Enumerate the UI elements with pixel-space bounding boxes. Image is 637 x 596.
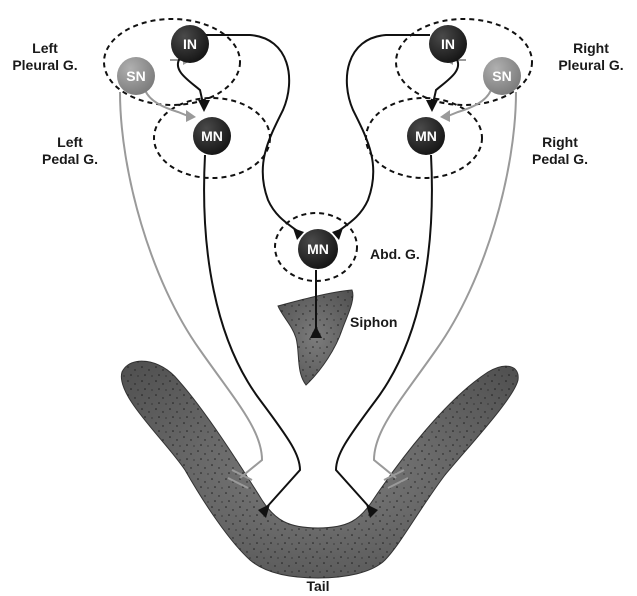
right-pleural-line2: Pleural G. — [545, 57, 637, 74]
abdominal-ganglion-label: Abd. G. — [370, 246, 420, 263]
right-pleural-line1: Right — [545, 40, 637, 57]
left-mn-neuron: MN — [193, 117, 231, 155]
abdominal-mn-neuron: MN — [298, 229, 338, 269]
left-pedal-line2: Pedal G. — [30, 151, 110, 168]
siphon-label: Siphon — [350, 314, 397, 331]
right-sn-neuron: SN — [483, 57, 521, 95]
left-in-label: IN — [183, 36, 197, 52]
abdominal-mn-label: MN — [307, 241, 329, 257]
right-sn-label: SN — [492, 68, 511, 84]
right-mn-neuron: MN — [407, 117, 445, 155]
right-in-neuron: IN — [429, 25, 467, 63]
sn-synapse-markers — [183, 55, 453, 122]
right-pedal-label: Right Pedal G. — [520, 134, 600, 168]
left-pleural-label: Left Pleural G. — [0, 40, 90, 74]
left-pleural-line1: Left — [0, 40, 90, 57]
tail-label: Tail — [288, 578, 348, 595]
left-pleural-line2: Pleural G. — [0, 57, 90, 74]
left-in-neuron: IN — [171, 25, 209, 63]
right-pedal-line2: Pedal G. — [520, 151, 600, 168]
right-pleural-label: Right Pleural G. — [545, 40, 637, 74]
left-pedal-label: Left Pedal G. — [30, 134, 110, 168]
left-mn-label: MN — [201, 128, 223, 144]
tail-shape — [121, 361, 518, 578]
right-mn-label: MN — [415, 128, 437, 144]
right-pedal-line1: Right — [520, 134, 600, 151]
left-sn-neuron: SN — [117, 57, 155, 95]
left-sn-label: SN — [126, 68, 145, 84]
left-pedal-line1: Left — [30, 134, 110, 151]
right-in-label: IN — [441, 36, 455, 52]
